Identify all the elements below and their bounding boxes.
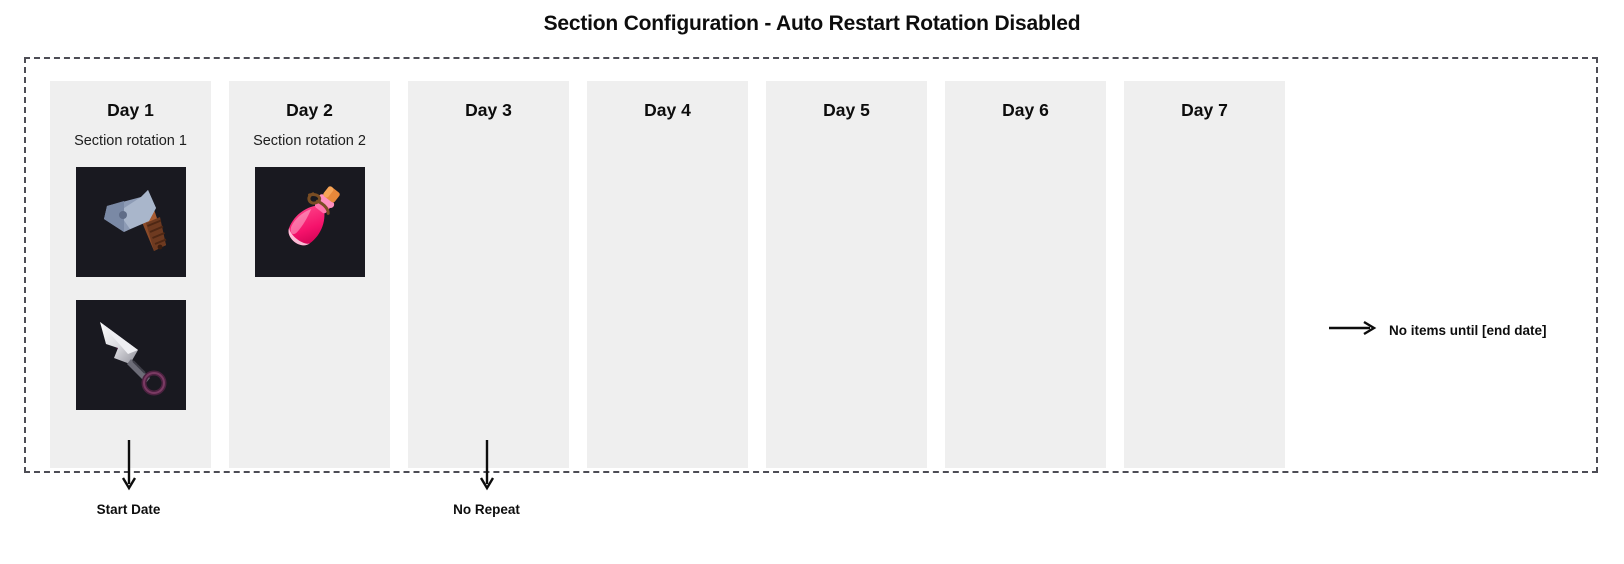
arrow-right-icon [1329,320,1377,341]
day-cards-row: Day 1 Section rotation 1 [50,81,1285,468]
day-title: Day 2 [286,100,333,120]
arrow-down-icon [121,440,137,496]
day-card-6[interactable]: Day 6 [945,81,1106,468]
day-title: Day 5 [823,100,870,120]
day-card-2[interactable]: Day 2 Section rotation 2 [229,81,390,468]
day-title: Day 4 [644,100,691,120]
potion-bottle-icon [267,179,353,265]
day-title: Day 7 [1181,100,1228,120]
day-title: Day 3 [465,100,512,120]
timeline-container: Day 1 Section rotation 1 [24,57,1598,473]
item-tile[interactable] [75,167,186,277]
marker-label: Start Date [96,502,161,517]
day-rotation-label: Section rotation 2 [253,132,366,149]
page-title: Section Configuration - Auto Restart Rot… [543,12,1081,35]
kunai-dagger-icon [88,312,174,398]
item-list [75,167,186,410]
item-list [254,167,365,277]
axe-icon [88,179,174,265]
marker-label: No Repeat [453,502,520,517]
day-card-7[interactable]: Day 7 [1124,81,1285,468]
no-items-note-label: No items until [end date] [1389,322,1547,338]
day-card-1[interactable]: Day 1 Section rotation 1 [50,81,211,468]
day-rotation-label: Section rotation 1 [74,132,187,149]
marker-start-date: Start Date [48,440,209,517]
day-title: Day 1 [107,100,154,120]
item-tile[interactable] [254,167,365,277]
day-card-4[interactable]: Day 4 [587,81,748,468]
arrow-down-icon [479,440,495,496]
marker-no-repeat: No Repeat [406,440,567,517]
day-card-5[interactable]: Day 5 [766,81,927,468]
day-card-3[interactable]: Day 3 [408,81,569,468]
day-title: Day 6 [1002,100,1049,120]
item-tile[interactable] [75,300,186,410]
no-items-note: No items until [end date] [1329,320,1547,341]
